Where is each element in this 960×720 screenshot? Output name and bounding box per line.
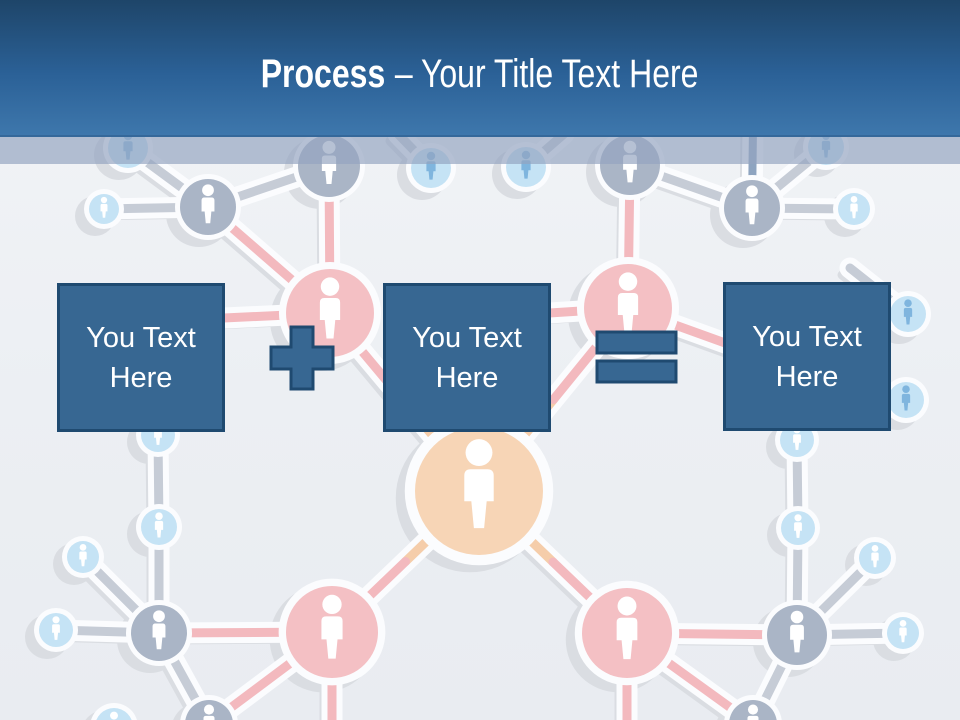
person-icon — [871, 545, 879, 568]
person-node — [34, 608, 78, 652]
person-node — [724, 695, 782, 720]
person-node — [574, 580, 680, 686]
title-keyword: Process — [261, 52, 386, 96]
person-node — [719, 175, 785, 241]
plus-operator — [268, 324, 336, 392]
person-node — [278, 578, 386, 686]
person-icon — [794, 514, 802, 538]
person-icon — [319, 277, 341, 339]
person-icon — [464, 439, 494, 529]
person-node — [62, 536, 104, 578]
text-box-1-label: You Text Here — [86, 321, 196, 394]
person-icon — [100, 196, 108, 218]
person-node — [404, 416, 554, 566]
text-box-3[interactable]: You Text Here — [723, 282, 891, 431]
person-node — [833, 188, 875, 230]
person-node — [885, 291, 931, 337]
person-icon — [110, 711, 118, 720]
plus-icon — [269, 325, 335, 391]
person-node — [91, 703, 137, 720]
person-icon — [616, 596, 638, 660]
person-icon — [901, 385, 911, 411]
person-node — [136, 504, 182, 550]
text-box-2-label: You Text Here — [412, 321, 522, 394]
person-icon — [903, 299, 913, 325]
person-node — [175, 174, 241, 240]
person-icon — [152, 610, 166, 650]
person-icon — [321, 594, 343, 659]
person-node — [126, 600, 192, 666]
title-subtitle: – Your Title Text Here — [395, 52, 699, 96]
person-icon — [617, 272, 639, 334]
person-icon — [745, 185, 759, 225]
equals-icon — [595, 330, 678, 384]
header-band: Process– Your Title Text Here — [0, 0, 960, 137]
person-icon — [790, 610, 804, 653]
person-icon — [203, 704, 215, 720]
equals-operator — [595, 330, 679, 384]
slide-title: Process– Your Title Text Here — [261, 38, 699, 97]
network-nodes — [34, 123, 931, 720]
person-node — [854, 537, 896, 579]
person-node — [882, 612, 924, 654]
person-icon — [79, 544, 87, 567]
person-icon — [201, 184, 215, 224]
person-icon — [747, 704, 759, 720]
person-node — [84, 189, 124, 229]
person-icon — [850, 196, 858, 219]
header-strip-overlay — [0, 137, 960, 164]
person-icon — [52, 616, 60, 640]
person-node — [776, 506, 820, 550]
text-box-3-label: You Text Here — [752, 320, 862, 393]
person-node — [762, 600, 832, 670]
person-icon — [899, 620, 907, 643]
text-box-2[interactable]: You Text Here — [383, 283, 551, 432]
text-box-1[interactable]: You Text Here — [57, 283, 225, 432]
person-icon — [154, 512, 164, 538]
person-node — [883, 377, 929, 423]
person-node — [180, 695, 238, 720]
